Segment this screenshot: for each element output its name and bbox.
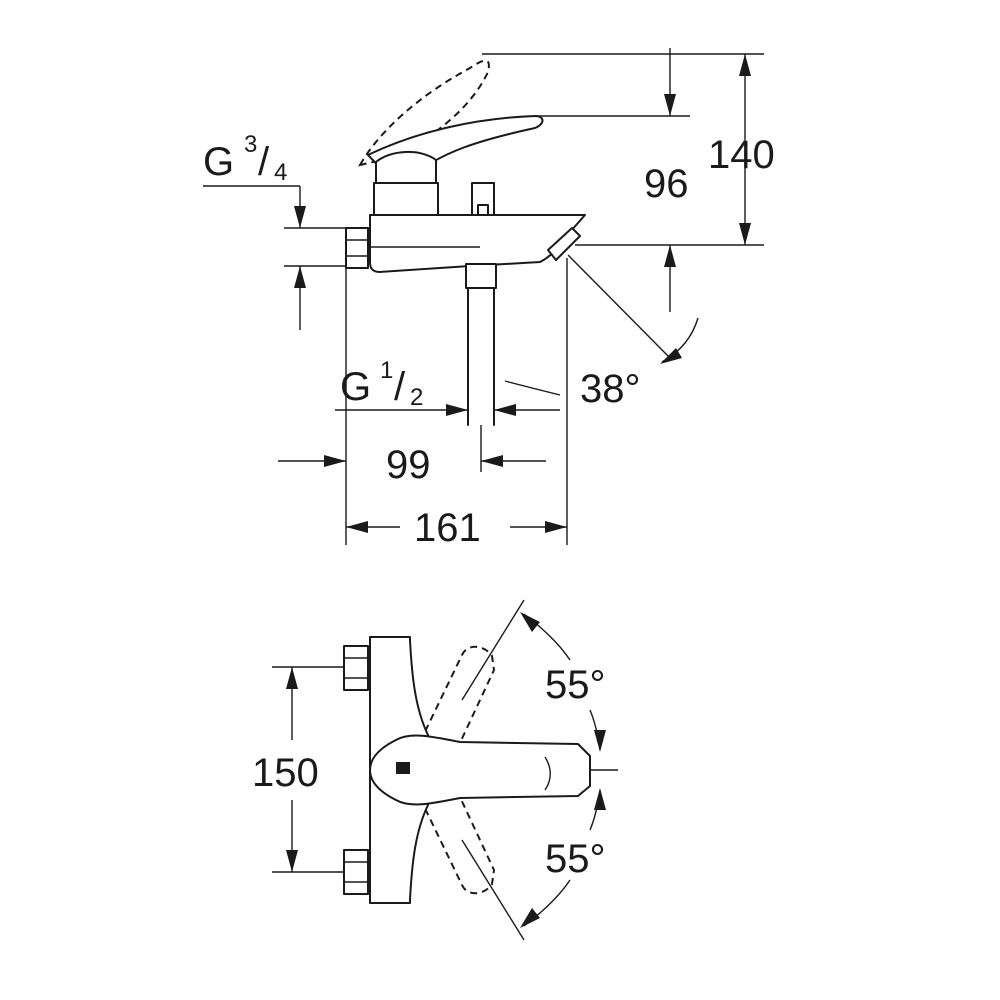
- top-handle-rotated-up: [418, 645, 496, 762]
- aerator: [547, 227, 581, 261]
- spacing-150-arrow-bottom: [286, 850, 298, 872]
- outlet-thread-prefix: G: [340, 365, 371, 409]
- inlet-thread-slash: /: [258, 140, 270, 184]
- angle-down-leader: [461, 839, 525, 941]
- outlet-thread-numerator: 1: [380, 357, 393, 384]
- spout-angle-leader: [567, 254, 673, 361]
- inlet-thread-denominator: 4: [274, 159, 287, 186]
- width-99-arrow-left: [324, 455, 346, 467]
- height-140-arrow-bottom: [739, 223, 751, 245]
- height-96-arrow-bottom: [664, 245, 676, 267]
- height-96-arrow-top: [664, 94, 676, 116]
- spacing-150-label: 150: [252, 751, 319, 795]
- height-140-arrow-top: [739, 54, 751, 76]
- shower-outlet-nut: [465, 263, 497, 289]
- top-view: 150 55° 55°: [252, 599, 618, 941]
- angle-up-arrow: [520, 612, 540, 632]
- spout-angle-arc-lower: [504, 380, 561, 396]
- angle-up-arrow-lower: [594, 730, 606, 752]
- side-view: G 3 / 4 140 96 38° G 1: [203, 48, 775, 550]
- angle-down-arrow: [520, 908, 540, 928]
- outlet-thread-slash: /: [394, 365, 406, 409]
- top-inlet-nut-upper: [343, 645, 369, 691]
- angle-down-arrow-upper: [594, 788, 606, 810]
- spout-angle-arrow: [660, 348, 682, 364]
- width-161-arrow-right: [545, 521, 567, 533]
- top-lever: [369, 734, 591, 806]
- inlet-thread-numerator: 3: [244, 131, 257, 158]
- width-99-label: 99: [386, 443, 431, 487]
- spout-angle-label: 38°: [580, 367, 641, 411]
- outlet-thread-label: G 1 / 2: [340, 357, 423, 411]
- inlet-thread-arrow-top: [294, 206, 306, 228]
- spacing-150-arrow-top: [286, 667, 298, 689]
- angle-up-label: 55°: [545, 663, 606, 707]
- outlet-thread-denominator: 2: [410, 384, 423, 411]
- height-140-label: 140: [708, 133, 775, 177]
- width-99-arrow-right: [481, 455, 503, 467]
- inlet-nut: [345, 227, 369, 269]
- outlet-thread-arrow-right: [494, 404, 516, 416]
- inlet-thread-prefix: G: [203, 140, 234, 184]
- top-lever-grip-line: [544, 756, 551, 791]
- width-161-label: 161: [414, 506, 481, 550]
- handle-hub: [375, 150, 437, 186]
- inlet-thread-label: G 3 / 4: [203, 131, 287, 186]
- outlet-thread-arrow-left: [446, 404, 468, 416]
- height-96-label: 96: [644, 162, 689, 206]
- angle-down-label: 55°: [545, 837, 606, 881]
- angle-up-leader: [461, 599, 525, 701]
- top-inlet-nut-lower: [343, 849, 369, 895]
- cartridge-base: [373, 182, 439, 218]
- top-handle-rotated-down: [418, 778, 496, 895]
- top-lever-indicator: [396, 762, 410, 774]
- width-161-arrow-left: [346, 521, 368, 533]
- inlet-thread-arrow-bottom: [294, 266, 306, 288]
